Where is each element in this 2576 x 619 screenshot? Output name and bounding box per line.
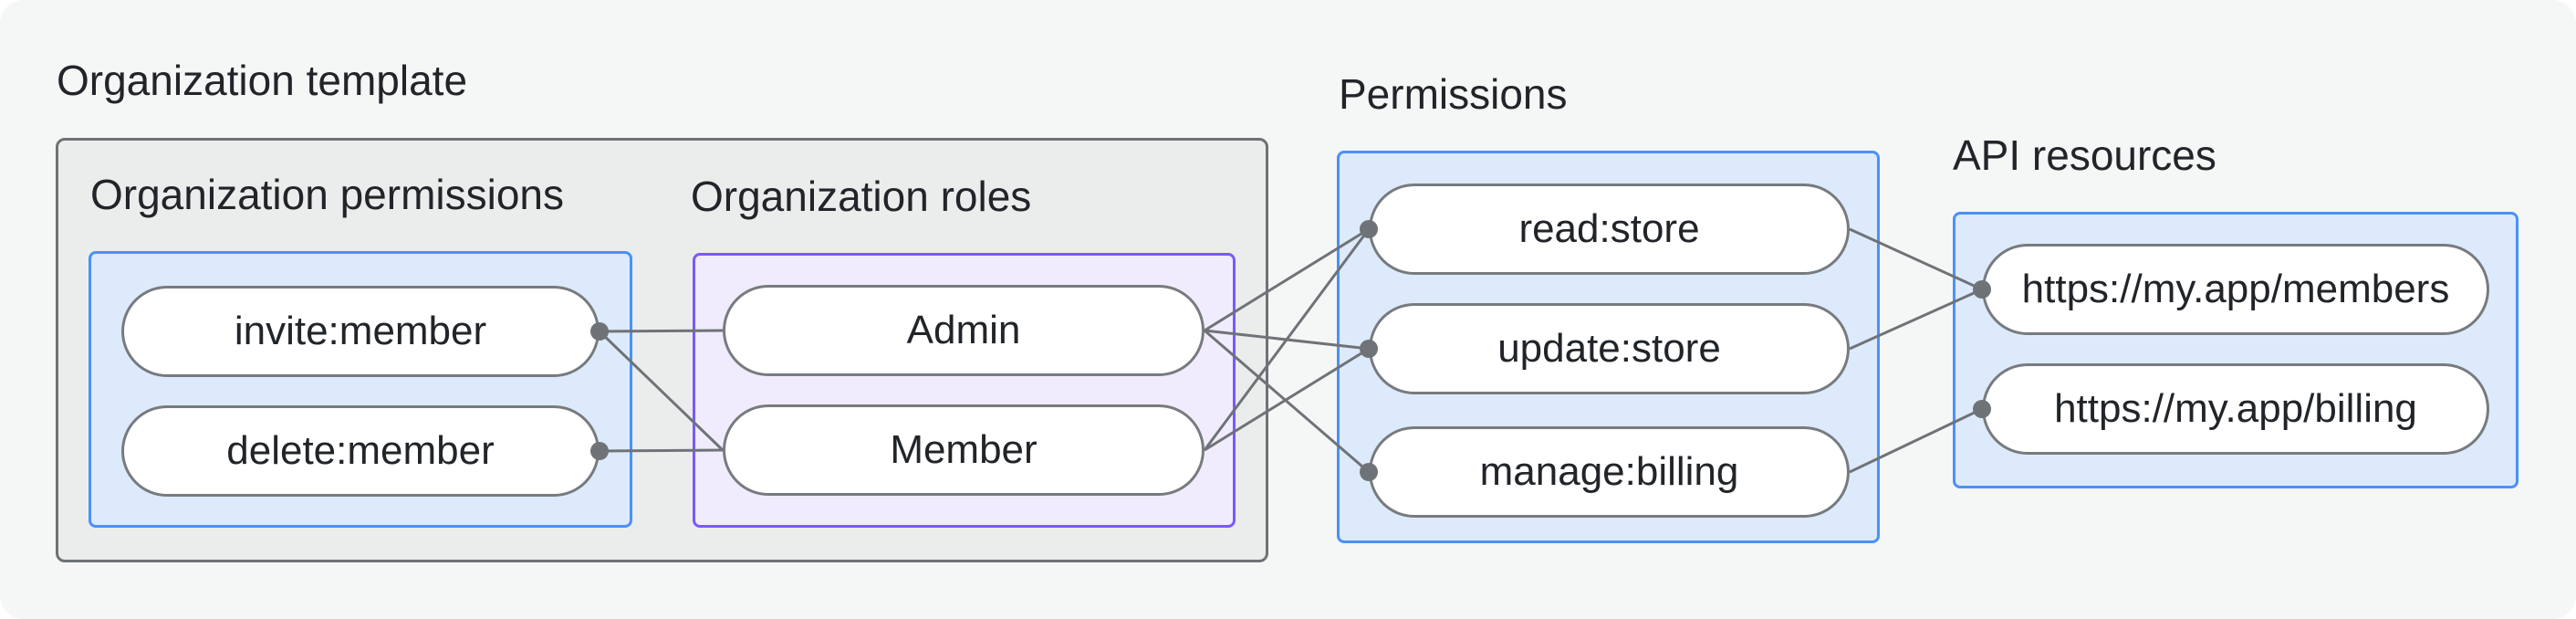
api-resources-label: API resources: [1953, 131, 2216, 179]
node-api-members: https://my.app/members: [1982, 244, 2489, 335]
node-delete-member: delete:member: [121, 405, 600, 497]
permissions-label: Permissions: [1339, 70, 1568, 118]
node-invite-member: invite:member: [121, 286, 600, 377]
node-read-store: read:store: [1369, 184, 1850, 275]
org-roles-label: Organization roles: [691, 173, 1032, 220]
org-template-label: Organization template: [57, 57, 468, 104]
node-update-store: update:store: [1369, 303, 1850, 394]
node-admin: Admin: [723, 285, 1205, 376]
node-manage-billing: manage:billing: [1369, 426, 1850, 518]
org-permissions-label: Organization permissions: [90, 171, 565, 218]
node-member: Member: [723, 404, 1205, 496]
node-api-billing: https://my.app/billing: [1982, 363, 2489, 455]
